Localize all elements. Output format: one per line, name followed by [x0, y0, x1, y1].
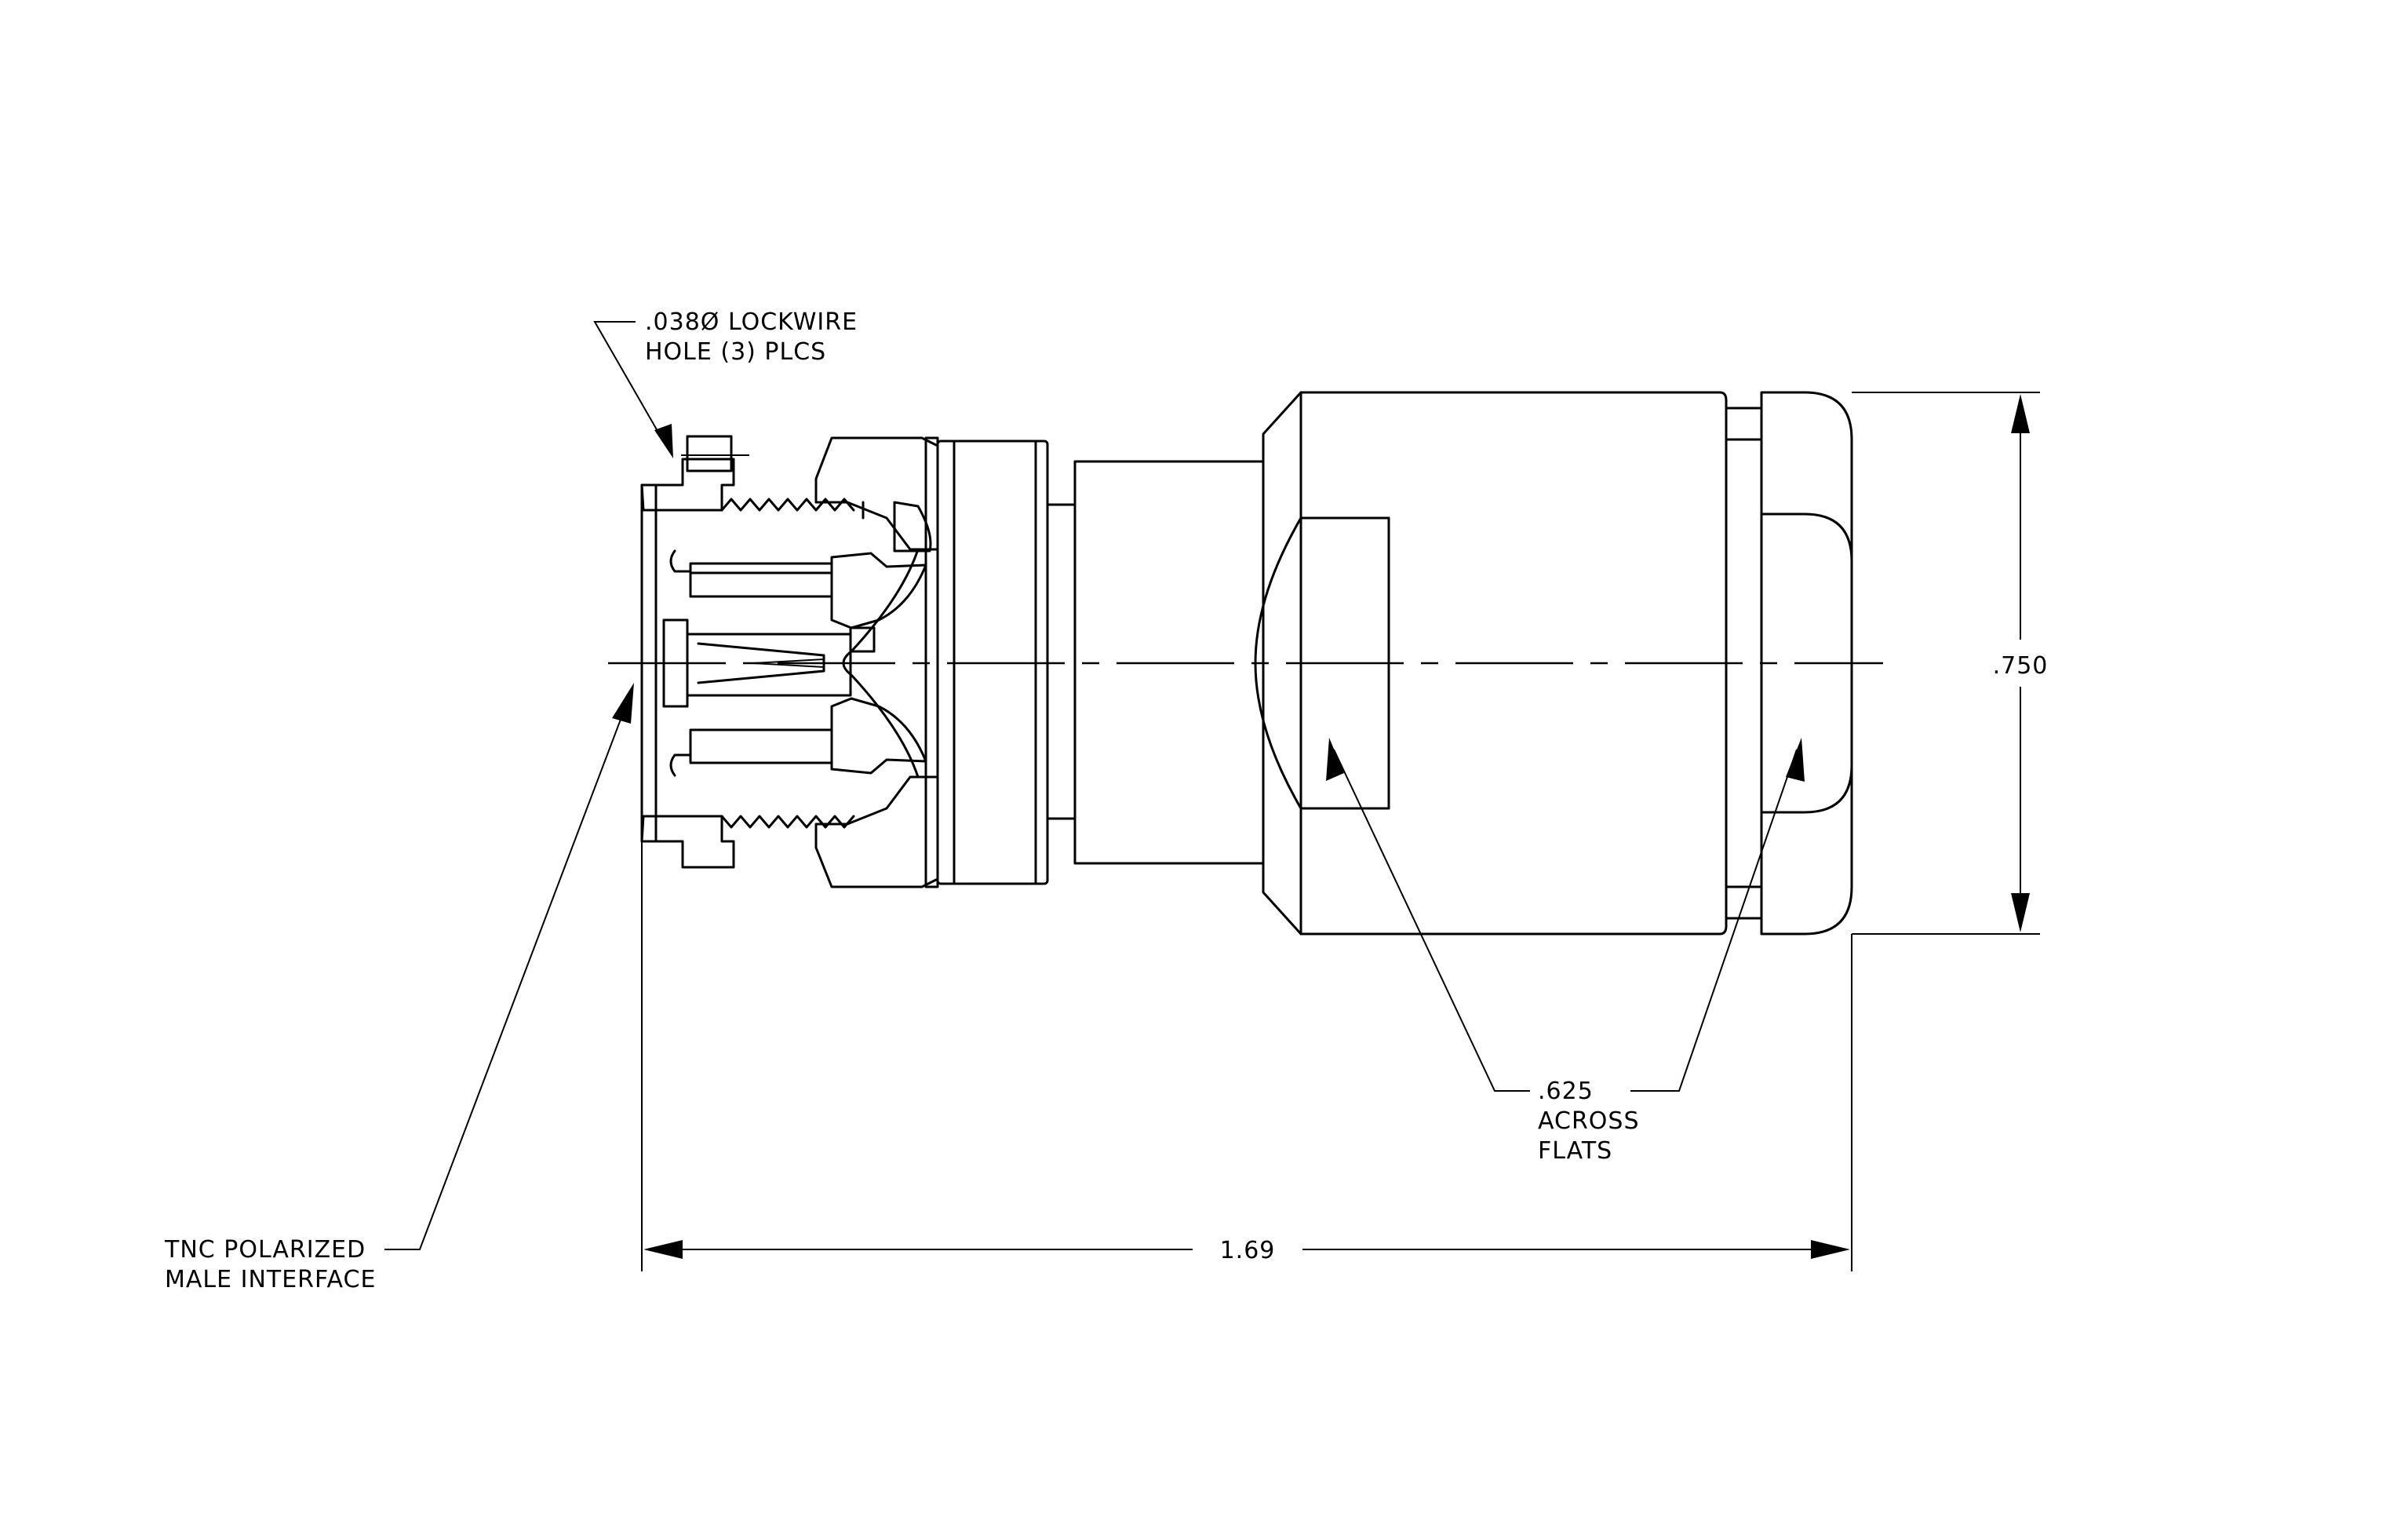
- interface-label-line1: TNC POLARIZED: [164, 1236, 366, 1264]
- gasket: [893, 501, 932, 553]
- tnc-interface-section: [640, 435, 939, 888]
- length-dimension: 1.69: [641, 691, 1852, 1271]
- flats-arrow-right: [1786, 738, 1805, 782]
- arrow-down: [2011, 893, 2030, 932]
- flats-label-line3: FLATS: [1538, 1137, 1612, 1165]
- dielectric-lower-body: [689, 728, 833, 764]
- lockwire-label-line1: .038Ø LOCKWIRE: [645, 308, 858, 336]
- outer-shell-lower: [640, 815, 735, 869]
- diameter-dimension: .750: [1852, 392, 2049, 935]
- flats-label-line2: ACROSS: [1538, 1107, 1640, 1135]
- thread-lower: [720, 815, 855, 829]
- knurled-body: [842, 548, 939, 779]
- thread-upper: [720, 498, 855, 512]
- lockwire-callout: .038Ø LOCKWIRE HOLE (3) PLCS: [593, 308, 858, 458]
- arrow-right: [1811, 1240, 1850, 1259]
- flats-callout: .625 ACROSS FLATS: [1326, 738, 1805, 1165]
- dielectric-lower: [669, 753, 692, 777]
- neck: [1046, 503, 1076, 820]
- arrow-left: [643, 1240, 683, 1259]
- inner-sleeve-upper: [830, 552, 927, 629]
- lockwire-ear: [686, 435, 733, 472]
- diameter-label: .750: [1993, 652, 2049, 680]
- interface-label-line2: MALE INTERFACE: [165, 1266, 376, 1293]
- coupling-nut-upper: [814, 436, 939, 551]
- flats-arrow-left: [1326, 738, 1344, 781]
- center-contact: [686, 633, 852, 697]
- interface-leader: [384, 694, 631, 1250]
- flats-leader-left: [1333, 749, 1530, 1092]
- dielectric-upper: [669, 549, 833, 598]
- lockwire-leader: [593, 321, 668, 448]
- lockwire-arrow: [654, 424, 673, 458]
- length-label: 1.69: [1220, 1237, 1276, 1264]
- lockwire-label-line2: HOLE (3) PLCS: [645, 338, 826, 366]
- contact-collar: [849, 626, 876, 653]
- inner-sleeve-lower: [830, 697, 927, 775]
- interface-arrow: [612, 683, 634, 724]
- arrow-up: [2011, 394, 2030, 433]
- flats-leader-right: [1630, 749, 1798, 1092]
- dielectric-upper-body: [689, 562, 833, 598]
- outer-shell-upper: [640, 458, 735, 512]
- flats-label-line1: .625: [1538, 1078, 1594, 1105]
- interface-callout: TNC POLARIZED MALE INTERFACE: [164, 683, 634, 1293]
- coupling-nut-lower: [814, 775, 939, 888]
